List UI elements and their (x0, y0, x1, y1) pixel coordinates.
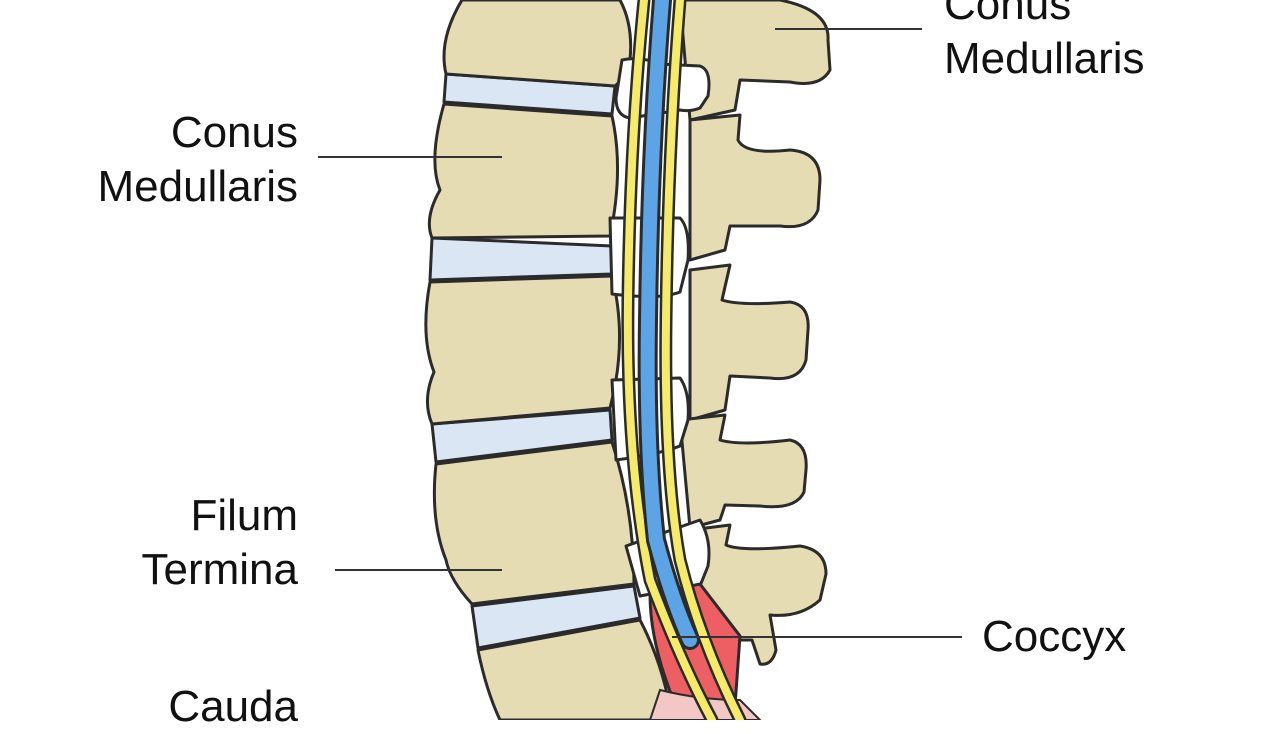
label-line-2: Termina (141, 545, 299, 594)
intervertebral-discs (428, 72, 642, 650)
vertebra-3 (424, 274, 621, 426)
label-line-2: Medullaris (944, 34, 1145, 83)
label-filum-termina: Filum Termina (142, 489, 299, 597)
yellow-nerve-left (623, 0, 716, 720)
spinal-cord (621, 0, 747, 720)
spinous-process-4 (678, 413, 808, 530)
label-line-1: Conus (170, 108, 298, 157)
label-coccyx: Coccyx (982, 610, 1126, 664)
spinous-process-2 (688, 113, 822, 262)
spinous-process-3 (688, 263, 810, 422)
label-line-2: Medullaris (97, 162, 298, 211)
label-conus-medullaris-left: Conus Medullaris (97, 106, 298, 214)
label-line-1: Coccyx (982, 612, 1127, 661)
vertebra-2 (427, 102, 619, 240)
vertebra-1 (442, 0, 633, 88)
leader-lines (318, 28, 962, 638)
blue-cord (640, 0, 697, 647)
label-conus-medullaris-top-right: Conus Medullaris (944, 0, 1145, 86)
vertebra-4 (432, 440, 636, 606)
label-cauda: Cauda (168, 680, 298, 734)
yellow-nerve-right (661, 0, 744, 720)
disc-4 (470, 584, 642, 650)
label-line-1: Conus (944, 0, 1072, 29)
disc-2 (428, 236, 614, 282)
label-line-1: Filum (190, 491, 298, 540)
label-line-1: Cauda (168, 682, 298, 731)
